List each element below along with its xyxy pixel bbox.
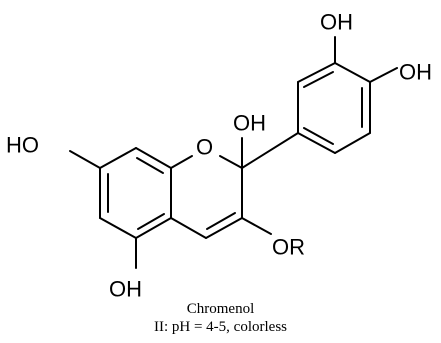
bond-c8a-o1 (170, 155, 193, 169)
bond-c3-c4 (205, 217, 243, 239)
bond-b4-b5-inner (303, 127, 334, 145)
benzo-ring (99, 147, 172, 239)
atom-label-oh-c2: OH (233, 111, 266, 136)
bond-c5-c4a-inner (137, 213, 165, 230)
atom-label-oh-c3prime: OH (320, 10, 353, 35)
atom-label-ho-c7: HO (6, 133, 39, 158)
bond-c8a-c8-inner (136, 157, 164, 174)
catechol-ring (297, 62, 371, 154)
bond-c2-b5 (241, 132, 299, 169)
bond-b4-b5 (297, 132, 336, 154)
pyran-ring (170, 155, 243, 239)
atom-label-oh-c4prime: OH (399, 60, 432, 85)
atom-label-or-c3: OR (272, 235, 305, 260)
atom-label-ring-oxygen: O (196, 135, 213, 160)
bond-b6-b1 (297, 62, 336, 83)
bond-o1-c2 (219, 155, 243, 169)
bond-c8-c7 (99, 147, 137, 169)
bond-c6-c5 (99, 217, 137, 239)
bond-c4-c4a (170, 217, 207, 239)
bond-c3-or (241, 217, 272, 235)
compound-name: Chromenol (186, 301, 255, 317)
bond-b2-oh (369, 67, 398, 83)
atom-label-oh-c5: OH (109, 277, 142, 302)
bond-b3-b4 (334, 132, 371, 154)
compound-condition: II: pH = 4-5, colorless (153, 319, 287, 335)
bond-c7-oh (69, 150, 101, 169)
bond-c8a-c8 (135, 147, 172, 169)
bond-b6-b1-inner (303, 71, 334, 88)
bond-c3-c4-inner (206, 212, 236, 230)
bond-b1-b2 (334, 62, 371, 83)
bond-c5-c4a (135, 217, 172, 239)
